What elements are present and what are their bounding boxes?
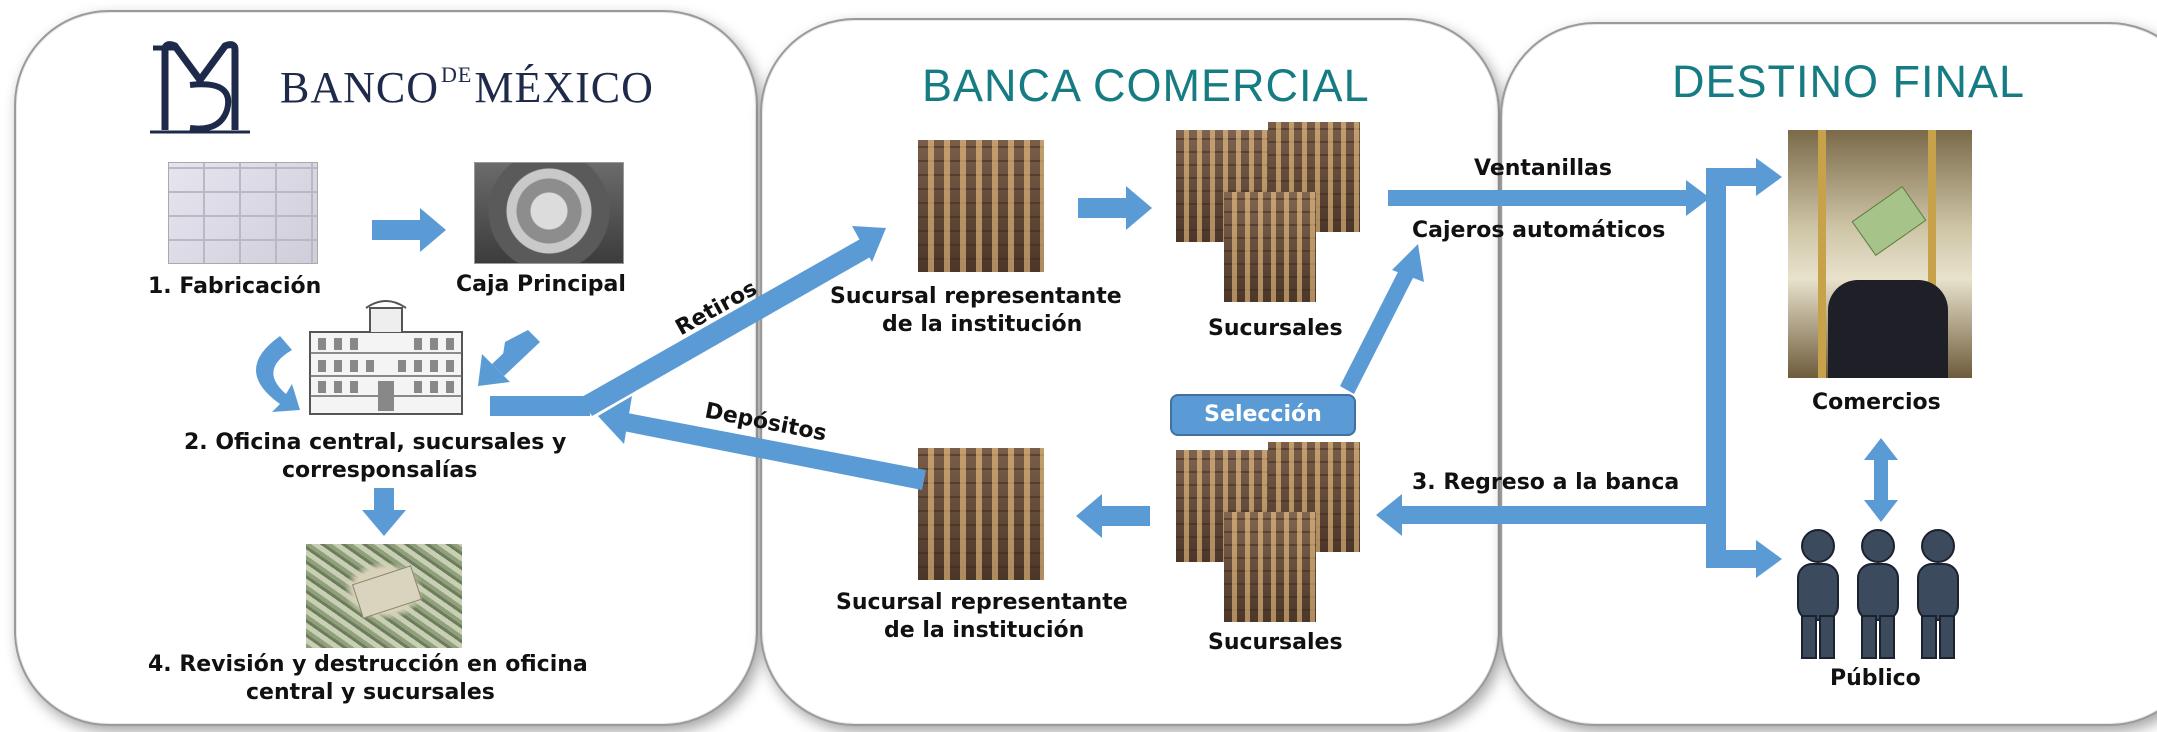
arrow-bidir-bottom <box>1864 500 1898 522</box>
arrow-regreso-head <box>1376 494 1402 536</box>
destroyed-banknotes-image <box>306 544 462 648</box>
logo-de: DE <box>441 62 473 87</box>
label-rep-bottom-line2: de la institución <box>884 618 1085 643</box>
label-oficina-line1: 2. Oficina central, sucursales y <box>184 430 567 455</box>
title-destino-final: DESTINO FINAL <box>1672 56 2026 107</box>
arrow-to-comercios-head <box>1756 158 1782 196</box>
arrow-rep-to-branches <box>1078 186 1152 230</box>
arrow-retiros-head <box>852 226 886 262</box>
selection-box: Selección <box>1170 394 1356 436</box>
arrow-branches-to-rep <box>1076 494 1150 538</box>
label-regreso: 3. Regreso a la banca <box>1412 470 1680 495</box>
arrow-cajeros-head <box>1392 244 1424 282</box>
logo-banco: BANCO <box>280 63 440 112</box>
logo-mexico: MÉXICO <box>474 63 654 112</box>
arrow-bidir-shaft <box>1874 458 1888 502</box>
label-revision-line2: central y sucursales <box>246 680 495 705</box>
banknote-sheet-image <box>168 162 318 264</box>
label-rep-top-line1: Sucursal representante <box>830 284 1122 309</box>
arrow-caja-oficina-line <box>492 330 540 376</box>
arrow-oficina-revision-head <box>362 510 406 536</box>
arrow-cajeros <box>1340 264 1416 394</box>
label-sucursales-bottom: Sucursales <box>1208 630 1343 655</box>
label-oficina-line2: corresponsalías <box>282 458 478 483</box>
label-rep-top-line2: de la institución <box>882 312 1083 337</box>
arrow-depositos <box>618 412 926 490</box>
arrow-distribution-bar <box>1706 168 1726 566</box>
public-people-icon <box>1784 528 1972 660</box>
rep-building-bottom-image <box>918 448 1044 580</box>
label-caja-principal: Caja Principal <box>456 272 626 297</box>
arrow-circular-oficina <box>256 336 300 412</box>
label-publico: Público <box>1830 666 1921 691</box>
branches-bottom-image <box>1176 442 1360 622</box>
rep-building-top-image <box>918 140 1044 272</box>
label-rep-bottom-line1: Sucursal representante <box>836 590 1128 615</box>
logo-text: BANCODEMÉXICO <box>280 62 654 113</box>
arrow-ventanillas-shaft <box>1388 190 1688 206</box>
arrow-bidir-top <box>1864 438 1898 460</box>
branches-top-image <box>1176 122 1360 302</box>
panel-banca-comercial <box>760 18 1500 726</box>
arrow-regreso-shaft <box>1398 506 1718 524</box>
label-ventanillas: Ventanillas <box>1474 156 1612 181</box>
arrow-oficina-revision-shaft <box>374 488 394 512</box>
arrow-oficina-trunk <box>490 396 590 416</box>
vault-image <box>474 162 624 264</box>
arrow-to-publico-shaft <box>1706 550 1760 568</box>
arrow-to-publico-head <box>1756 540 1782 578</box>
banxico-logo <box>145 40 255 135</box>
arrow-ventanillas-head <box>1686 180 1710 216</box>
arrow-to-comercios-shaft <box>1706 168 1760 186</box>
arrow-fabricacion-caja <box>372 208 446 252</box>
arrow-retiros <box>580 238 872 416</box>
label-cajeros: Cajeros automáticos <box>1412 218 1666 243</box>
label-sucursales-top: Sucursales <box>1208 316 1343 341</box>
arrow-caja-oficina-head <box>478 354 510 386</box>
commerce-image <box>1788 130 1972 378</box>
label-comercios: Comercios <box>1812 390 1941 415</box>
arrow-depositos-head <box>598 396 632 444</box>
title-banca-comercial: BANCA COMERCIAL <box>922 60 1370 111</box>
central-building-image <box>300 298 472 418</box>
label-fabricacion: 1. Fabricación <box>148 274 322 299</box>
label-revision-line1: 4. Revisión y destrucción en oficina <box>148 652 588 677</box>
